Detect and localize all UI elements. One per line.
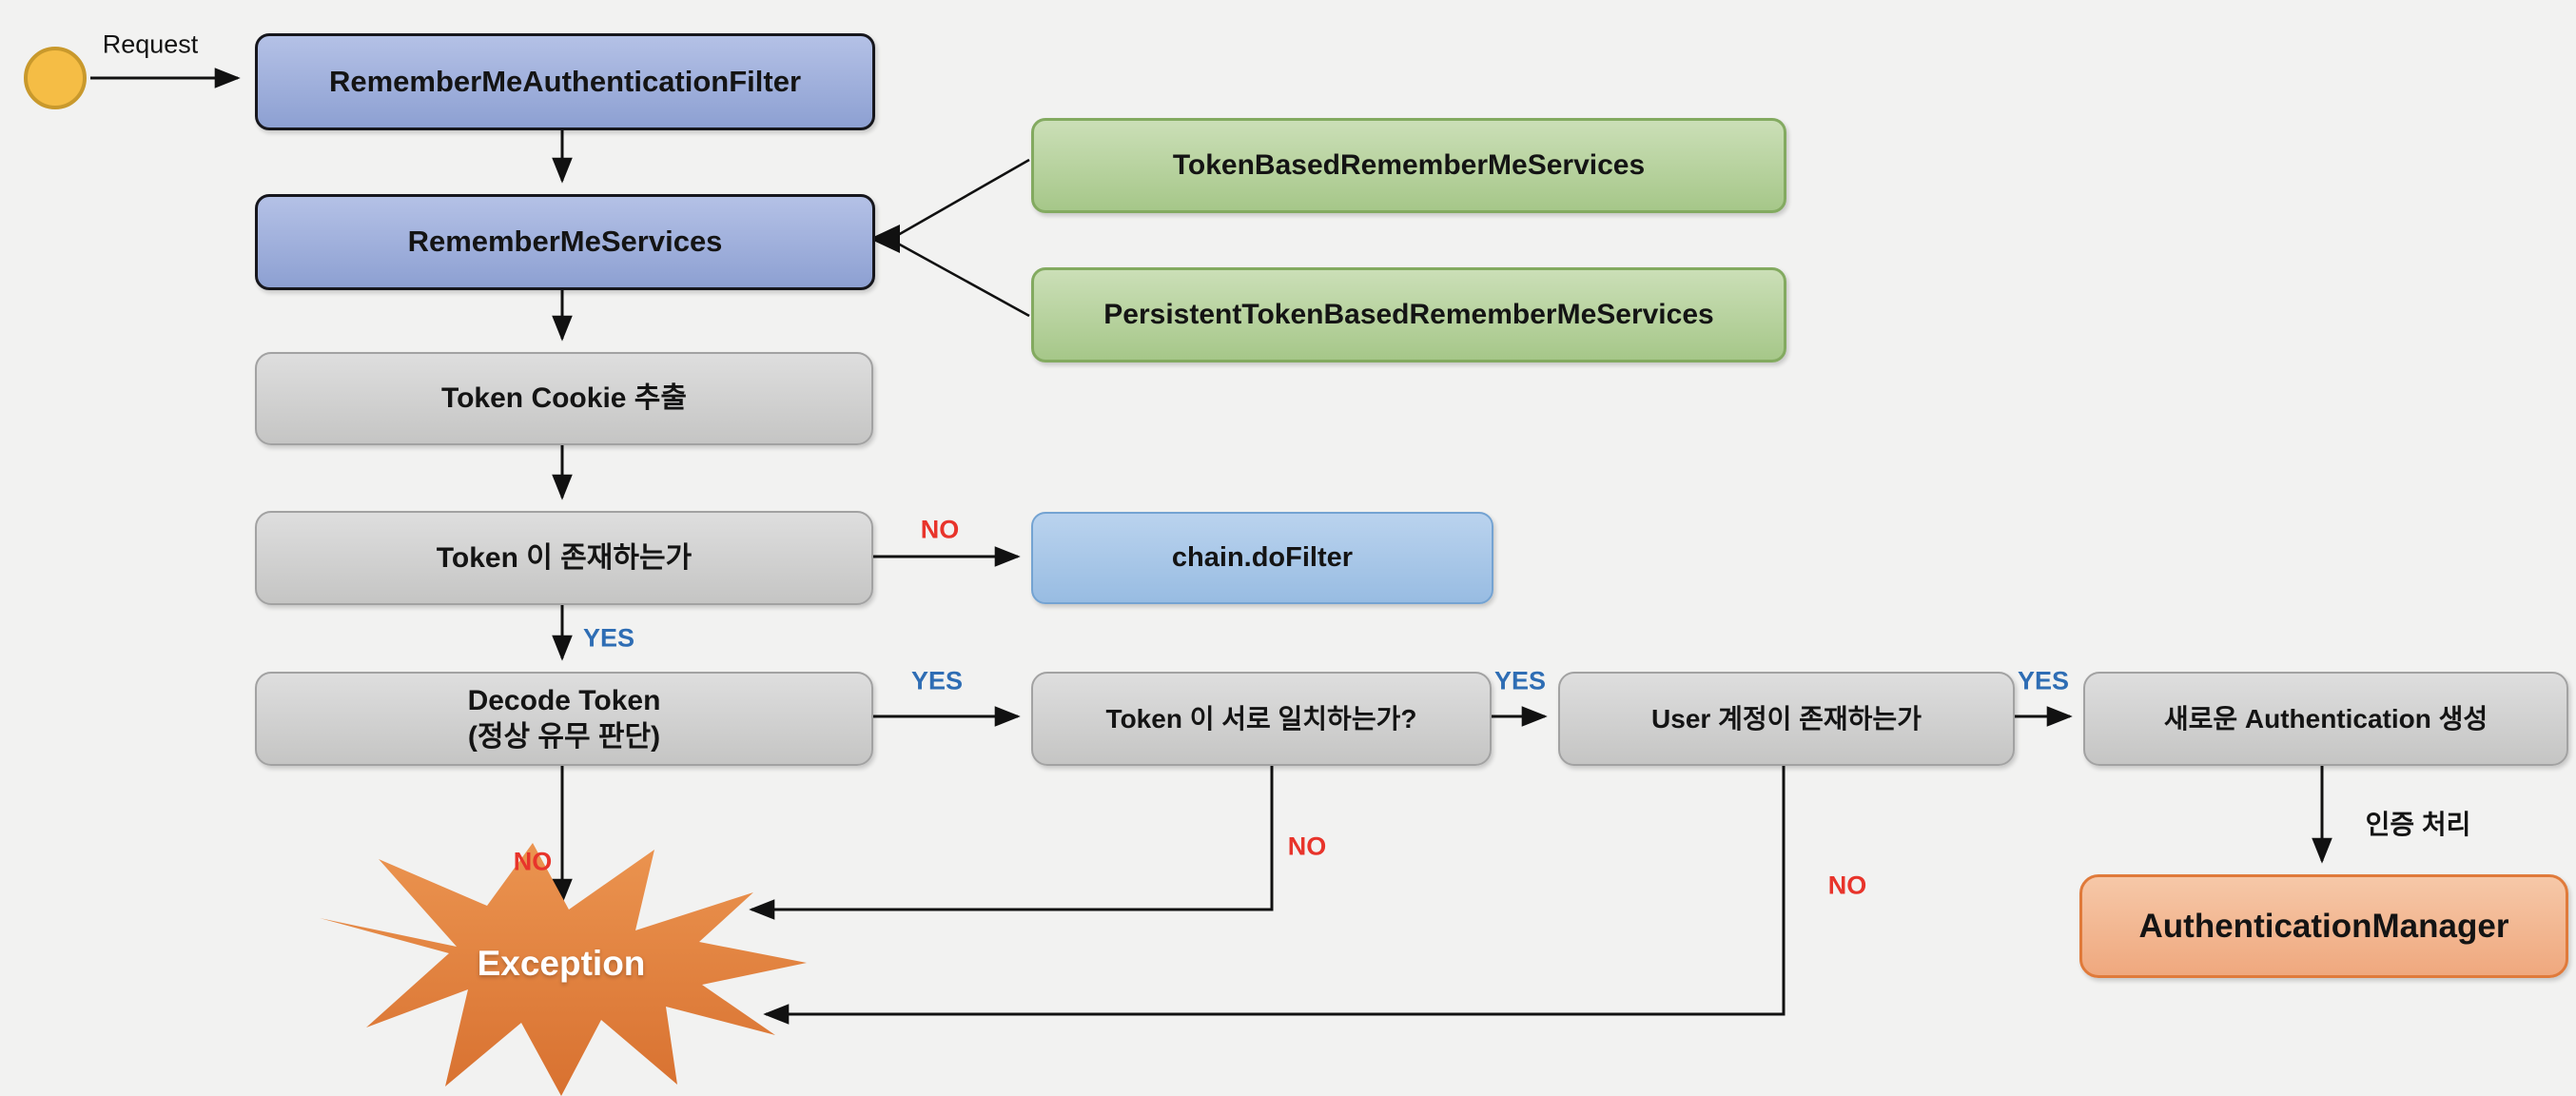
node-chain-dofilter: chain.doFilter <box>1031 512 1493 604</box>
node-label: RememberMeAuthenticationFilter <box>328 64 802 98</box>
decode-token-line1: Decode Token <box>467 685 661 716</box>
node-label: Decode Token (정상 유무 판단) <box>468 683 661 754</box>
edge-label-no-match: NO <box>1287 832 1327 861</box>
node-user-exists: User 계정이 존재하는가 <box>1558 672 2015 766</box>
edge-label-yes-exists: YES <box>582 623 635 653</box>
edge-label-no-user: NO <box>1827 871 1867 900</box>
edge-label-no-exists: NO <box>920 515 960 544</box>
node-decode-token: Decode Token (정상 유무 판단) <box>255 672 873 766</box>
node-persistenttokenbasedrememberme: PersistentTokenBasedRememberMeServices <box>1031 267 1786 362</box>
node-tokenbasedrememberme: TokenBasedRememberMeServices <box>1031 118 1786 213</box>
edge-label-yes-decode: YES <box>910 666 964 695</box>
edge-label-yes-match: YES <box>1493 666 1547 695</box>
node-label: RememberMeServices <box>407 225 723 259</box>
start-node <box>24 47 87 109</box>
node-label: User 계정이 존재하는가 <box>1651 704 1922 734</box>
services-arrowhead-icon <box>869 225 900 253</box>
exception-starburst <box>320 843 807 1096</box>
edge-label-yes-user: YES <box>2017 666 2070 695</box>
node-remembermeservices: RememberMeServices <box>255 194 875 290</box>
edge-tokenbased-services <box>897 158 1030 237</box>
node-authenticationmanager: AuthenticationManager <box>2079 874 2568 978</box>
node-label: TokenBasedRememberMeServices <box>1172 149 1646 182</box>
decode-token-line2: (정상 유무 판단) <box>467 720 661 753</box>
node-label: 새로운 Authentication 생성 <box>2163 704 2488 734</box>
node-token-exists: Token 이 존재하는가 <box>255 511 873 605</box>
edge-label-no-decode: NO <box>513 847 553 876</box>
node-label: Token 이 서로 일치하는가? <box>1105 704 1417 734</box>
edge-label-auth-process: 인증 처리 <box>2365 810 2471 839</box>
edge-persistent-services <box>897 242 1030 318</box>
node-label: Token 이 존재하는가 <box>436 541 693 574</box>
node-token-match: Token 이 서로 일치하는가? <box>1031 672 1492 766</box>
edge-match-exception-no <box>749 764 1274 920</box>
node-new-authentication: 새로운 Authentication 생성 <box>2083 672 2568 766</box>
node-label: AuthenticationManager <box>2138 907 2509 945</box>
node-label: chain.doFilter <box>1171 542 1354 574</box>
edge-user-exception-no <box>763 764 1786 1025</box>
edge-label-request: Request <box>102 29 199 59</box>
node-token-cookie-extract: Token Cookie 추출 <box>255 352 873 445</box>
node-label: Token Cookie 추출 <box>440 382 687 415</box>
node-remembermeauthenticationfilter: RememberMeAuthenticationFilter <box>255 33 875 130</box>
exception-label: Exception <box>477 944 646 983</box>
node-label: PersistentTokenBasedRememberMeServices <box>1103 299 1714 331</box>
